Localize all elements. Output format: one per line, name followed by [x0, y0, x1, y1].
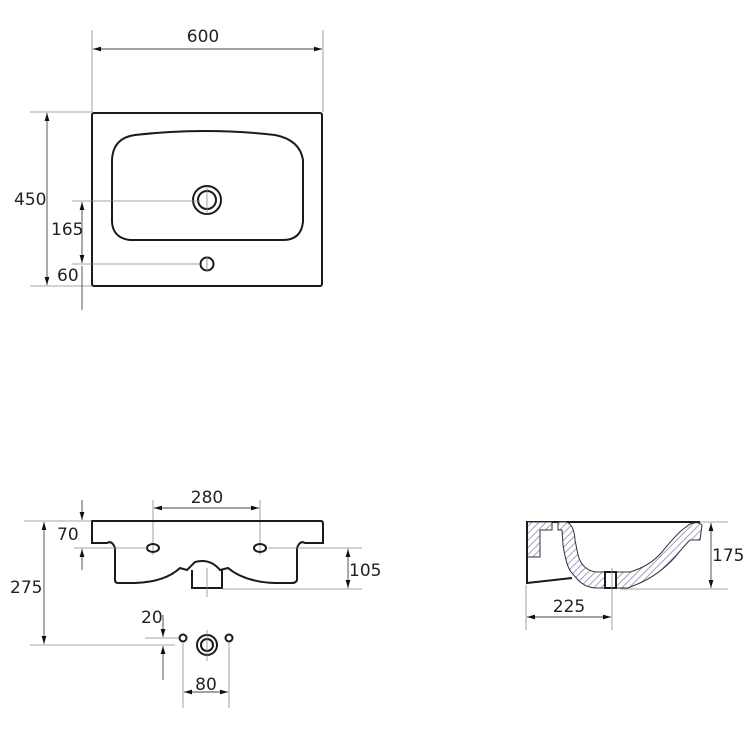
fixing-point-right-icon	[224, 633, 234, 643]
front-wall-section	[615, 522, 703, 589]
bowl-outline	[111, 130, 304, 241]
side-height-label: 175	[712, 546, 744, 566]
fixing-point-left-icon	[178, 633, 188, 643]
width-label: 600	[187, 27, 219, 47]
waste-offset-label: 20	[141, 608, 163, 628]
front-view: 280 70 275 105 20	[10, 488, 381, 708]
side-wall-section	[526, 521, 553, 558]
fixing-spacing-label: 80	[195, 675, 217, 695]
tap-hole-offset-label: 60	[57, 266, 79, 286]
top-view: 600 450 165 60	[14, 27, 324, 310]
bowl-wall-section	[557, 521, 606, 589]
total-height-label: 275	[10, 578, 42, 598]
basin-outline-front	[91, 520, 324, 584]
rim-height-label: 70	[57, 525, 79, 545]
side-view: 175 225	[525, 521, 744, 630]
fixing-hole-right-icon	[253, 543, 267, 553]
basin-outline-top	[91, 112, 323, 287]
bowl-depth-label: 105	[349, 561, 381, 581]
hole-spacing-label: 280	[191, 488, 223, 508]
drain-section	[604, 571, 617, 589]
drain-offset-label: 165	[51, 220, 83, 240]
drain-distance-label: 225	[553, 597, 585, 617]
depth-label: 450	[14, 190, 46, 210]
